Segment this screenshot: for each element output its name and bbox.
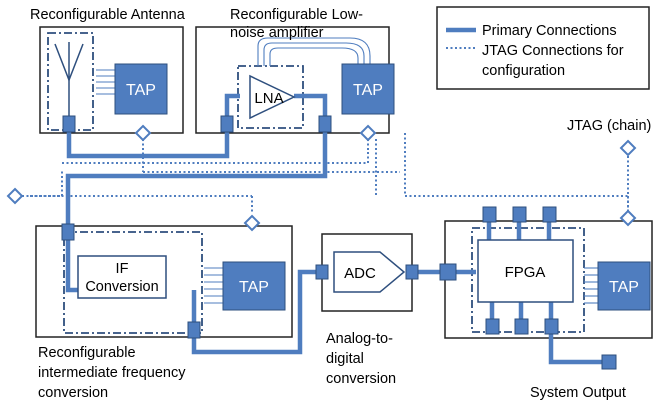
legend-box	[436, 6, 650, 90]
if-jtag-diamond	[243, 214, 261, 232]
if-output-port	[187, 321, 201, 339]
lna-amplifier-icon	[249, 74, 296, 120]
adc-label-line1: Analog-to-	[326, 331, 393, 347]
if-block-label-line1: IF	[116, 261, 129, 277]
adc-input-port	[315, 264, 329, 280]
adc-block-label: ADC	[344, 265, 376, 282]
if-label-line3: conversion	[38, 385, 108, 401]
primary-lna-to-if	[65, 132, 328, 226]
jtag-chain-diamond	[619, 139, 637, 157]
jtag-input-diamond	[6, 187, 24, 205]
lna-label-line2: noise amplifier	[230, 25, 324, 41]
legend-jtag-line2: configuration	[482, 63, 565, 79]
if-conversion-block	[77, 255, 167, 299]
antenna-tap-label: TAP	[126, 82, 156, 99]
adc-label-line3: conversion	[326, 371, 396, 387]
lna-jtag-diamond	[359, 124, 377, 142]
primary-if-to-adc	[191, 269, 322, 355]
fpga-tap-label: TAP	[609, 279, 639, 296]
system-output-port	[601, 354, 617, 370]
antenna-inner-boundary	[47, 32, 94, 131]
lna-tap-label: TAP	[353, 82, 383, 99]
primary-antenna-to-lna	[66, 132, 230, 159]
if-label-line1: Reconfigurable	[38, 345, 136, 361]
if-input-port	[61, 223, 75, 241]
fpga-pin-top-3	[542, 206, 557, 223]
lna-block-label: LNA	[254, 90, 283, 107]
system-output-label: System Output	[530, 385, 626, 401]
if-inner-boundary	[63, 231, 203, 334]
antenna-jtag-diamond	[134, 124, 152, 142]
fpga-pin-bottom-3	[544, 318, 559, 335]
antenna-tap-block	[114, 63, 168, 115]
if-tap-block	[222, 261, 286, 311]
lna-output-port	[318, 115, 332, 133]
fpga-jtag-diamond	[619, 209, 637, 227]
lna-label-line1: Reconfigurable Low-	[230, 7, 363, 23]
fpga-pin-top-2	[512, 206, 527, 223]
antenna-output-port	[62, 115, 76, 133]
if-label-line2: intermediate frequency	[38, 365, 186, 381]
antenna-icon	[54, 42, 84, 118]
if-tap-label: TAP	[239, 279, 269, 296]
fpga-pin-bottom-1	[485, 318, 500, 335]
if-box	[35, 225, 293, 338]
antenna-box	[39, 26, 184, 134]
lna-input-port	[220, 115, 234, 133]
fpga-block	[477, 239, 574, 303]
if-block-label-line2: Conversion	[85, 279, 158, 295]
fpga-tap-block	[597, 261, 651, 311]
fpga-pin-bottom-2	[514, 318, 529, 335]
adc-block	[333, 251, 406, 293]
adc-label-line2: digital	[326, 351, 364, 367]
fpga-block-label: FPGA	[505, 264, 546, 281]
lna-tap-block	[341, 63, 395, 115]
fpga-input-port	[439, 263, 457, 281]
antenna-label: Reconfigurable Antenna	[30, 7, 186, 23]
jtag-chain-label: JTAG (chain)	[567, 118, 651, 134]
legend-jtag-line1: JTAG Connections for	[482, 43, 624, 59]
primary-system-output	[548, 332, 605, 365]
legend-primary: Primary Connections	[482, 23, 617, 39]
fpga-pin-top-1	[482, 206, 497, 223]
adc-output-port	[405, 264, 419, 280]
